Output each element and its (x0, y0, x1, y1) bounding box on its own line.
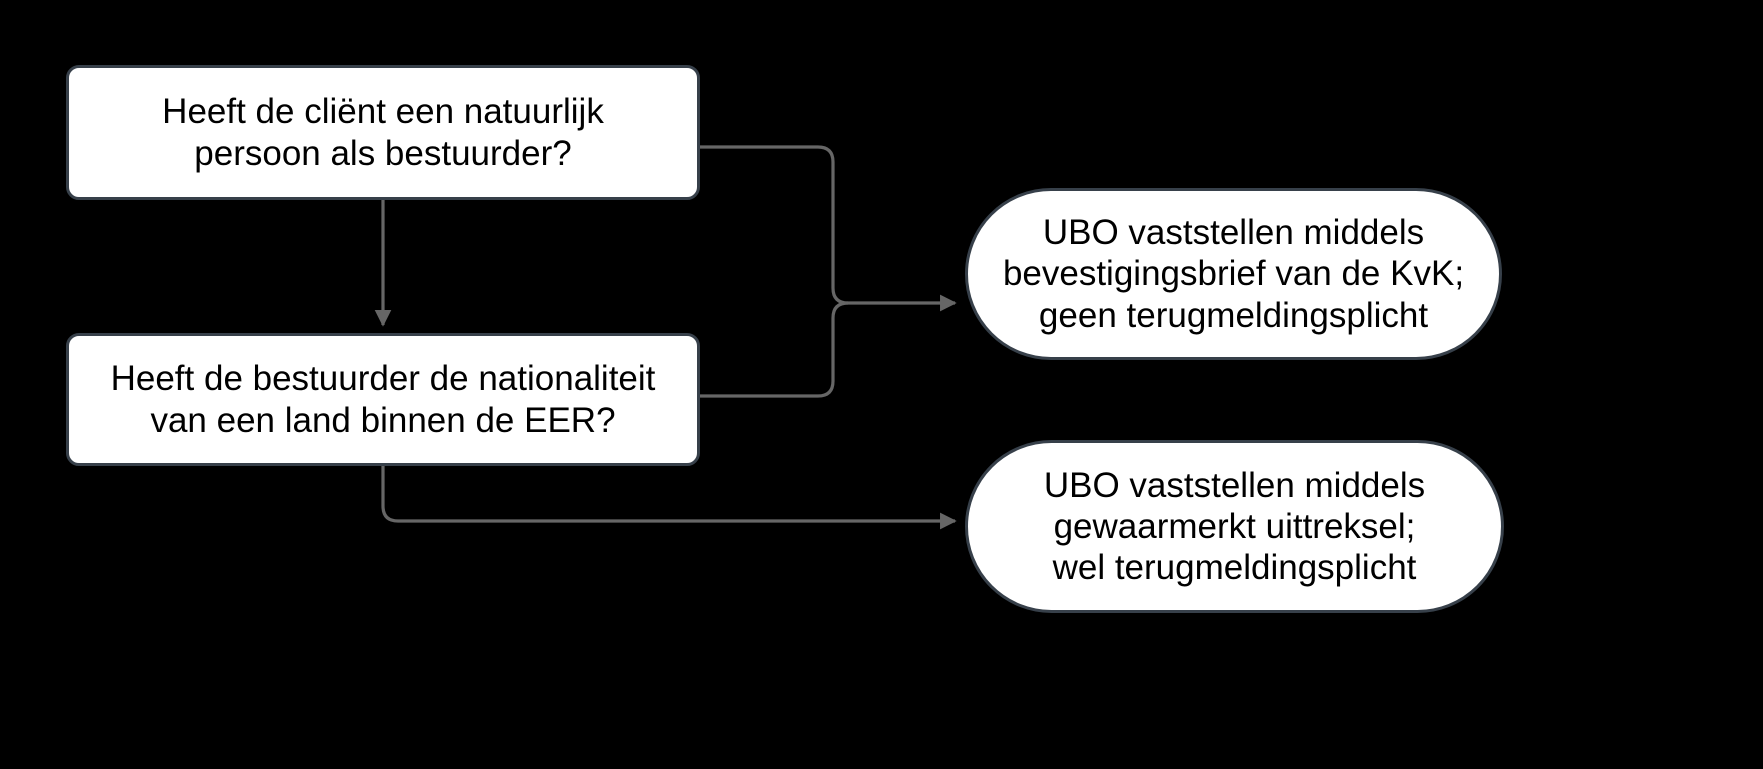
node-question-eer[interactable]: Heeft de bestuurder de nationaliteit van… (66, 333, 700, 466)
node-outcome-uittreksel-label: UBO vaststellen middels gewaarmerkt uitt… (1043, 465, 1426, 588)
edge-bestuurder-to-kvk (700, 145, 957, 312)
node-question-bestuurder[interactable]: Heeft de cliënt een natuurlijk persoon a… (66, 65, 700, 200)
node-outcome-kvk-label: UBO vaststellen middels bevestigingsbrie… (1002, 213, 1465, 335)
node-question-eer-label: Heeft de bestuurder de nationaliteit van… (110, 359, 656, 440)
node-outcome-uittreksel[interactable]: UBO vaststellen middels gewaarmerkt uitt… (965, 440, 1504, 613)
node-question-bestuurder-label: Heeft de cliënt een natuurlijk persoon a… (162, 92, 604, 173)
edge-eer-to-kvk (700, 301, 849, 398)
node-outcome-kvk[interactable]: UBO vaststellen middels bevestigingsbrie… (965, 188, 1502, 360)
edge-eer-to-uittreksel (381, 466, 957, 530)
